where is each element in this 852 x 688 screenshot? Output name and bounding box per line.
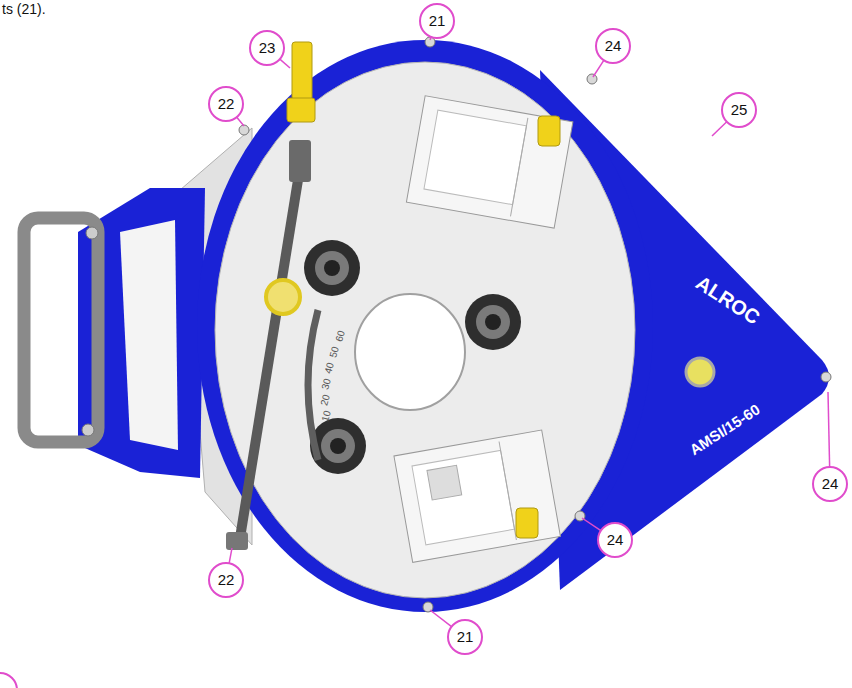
scale-number: 30 (319, 377, 333, 391)
callout-number: 24 (822, 476, 839, 493)
scale-number: 40 (322, 361, 336, 375)
scale-number: 20 (318, 393, 332, 407)
callout-circle (722, 93, 756, 127)
callout-circle (209, 563, 243, 597)
leader-line (712, 122, 727, 136)
leader-line (237, 117, 244, 126)
callout-circle (250, 31, 284, 65)
center-bore (355, 294, 465, 410)
caption-fragment: ts (21). (2, 2, 46, 17)
face-plate (215, 62, 635, 598)
leader-line (280, 59, 290, 68)
callout-number: 23 (259, 40, 276, 57)
callout-number: 24 (607, 532, 624, 549)
bolts (239, 37, 831, 612)
callout-number: 22 (218, 572, 235, 589)
leader-line (828, 392, 830, 467)
callout-circle (420, 4, 454, 38)
model-text: AMSI/15-60 (687, 401, 763, 458)
callout-number: 21 (429, 13, 446, 30)
callout-number: 21 (457, 629, 474, 646)
housing-ring (197, 40, 653, 612)
callout-circle (448, 620, 482, 654)
leader-line (582, 518, 601, 531)
bracket-cutout (120, 220, 178, 450)
bolt (82, 424, 94, 436)
leader-line (430, 610, 452, 627)
callout-circle (813, 467, 847, 501)
adjuster-rod (226, 42, 315, 550)
scale-arc (308, 310, 318, 460)
brand-text: ALROC (692, 271, 764, 328)
callout-circle (596, 29, 630, 63)
slider-blocks (394, 96, 573, 563)
callout-number: 25 (731, 102, 748, 119)
scale-number: 60 (333, 329, 347, 343)
callout-circle (209, 87, 243, 121)
callout-number: 24 (605, 38, 622, 55)
handle (24, 218, 98, 442)
bolt (86, 227, 98, 239)
scale-number: 50 (327, 345, 341, 359)
cut-callout (0, 673, 17, 688)
scale-number: 10 (319, 409, 333, 423)
callout-circle (598, 523, 632, 557)
leader-line (593, 60, 604, 77)
push-button (686, 358, 714, 386)
callout-number: 22 (218, 96, 235, 113)
leader-line (229, 548, 232, 563)
